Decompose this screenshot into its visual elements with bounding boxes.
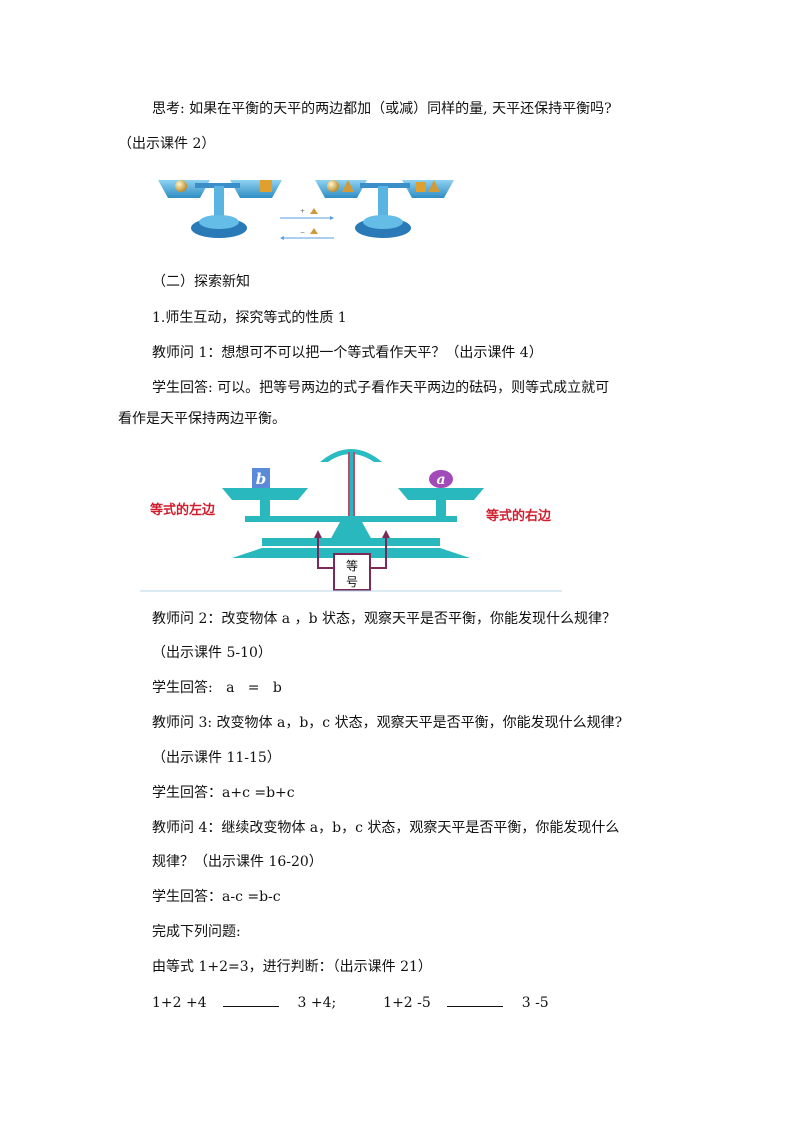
right-balance-scale [315,180,454,238]
think-question-line2: （出示课件 2） [118,136,216,152]
think-question-line1: 思考: 如果在平衡的天平的两边都加（或减）同样的量, 天平还保持平衡吗? [152,101,612,117]
teacher-question-3-line2: （出示课件 11-15） [152,750,281,766]
block-b [252,468,270,488]
teacher-question-2-line1: 教师问 2：改变物体 a ，b 状态，观察天平是否平衡，你能发现什么规律？ [152,611,617,627]
complete-instruction: 完成下列问题: [152,924,241,940]
teacher-question-2-line2: （出示课件 5-10） [152,645,272,661]
exercise-1-blank[interactable] [223,992,280,1007]
exercise-2-right: 3 -5 [521,995,549,1011]
exercise-1-right: 3 +4; [297,995,337,1011]
teacher-question-3-line1: 教师问 3: 改变物体 a，b，c 状态，观察天平是否平衡，你能发现什么规律? [152,715,623,731]
student-answer-3: 学生回答：a+c =b+c [152,785,295,801]
block-b-label: b [256,470,267,488]
item-1-heading: 1.师生互动，探究等式的性质 1 [152,310,347,326]
balance-scales-figure: + − [158,180,454,240]
plus-label: + [300,208,305,215]
left-pan [222,488,308,500]
minus-label: − [300,229,305,236]
student-answer-1-line1: 学生回答: 可以。把等号两边的式子看作天平两边的砝码，则等式成立就可 [152,380,610,396]
equal-label-2: 号 [346,575,358,589]
exercise-2-blank[interactable] [447,992,504,1007]
student-answer-2: 学生回答: a = b [152,680,282,696]
object-a-label: a [436,472,445,488]
student-answer-4: 学生回答：a-c =b-c [152,889,281,905]
teacher-question-1: 教师问 1：想想可不可以把一个等式看作天平？（出示课件 4） [152,345,543,361]
equal-label-1: 等 [346,559,358,573]
student-answer-1-line2: 看作是天平保持两边平衡。 [118,411,286,427]
exercise-line: 1+2 +4 3 +4; 1+2 -5 3 -5 [152,992,549,1013]
equation-balance-figure: b a 等式的左边 等式的右边 等 号 [140,449,562,592]
scale-handle [320,449,382,462]
exercise-2-left: 1+2 -5 [383,995,431,1011]
scale-base-top [262,538,440,546]
left-side-label: 等式的左边 [149,502,216,518]
right-side-label: 等式的右边 [485,508,552,524]
right-pan [398,488,484,500]
teacher-question-4-line1: 教师问 4：继续改变物体 a，b，c 状态，观察天平是否平衡，你能发现什么 [152,820,620,836]
plus-minus-arrows: + − [280,208,334,240]
exercise-1-left: 1+2 +4 [152,995,207,1011]
section-title: （二）探索新知 [152,274,250,290]
equal-sign-pointer: 等 号 [314,530,390,591]
judge-instruction: 由等式 1+2=3，进行判断：（出示课件 21） [152,959,432,975]
teacher-question-4-line2: 规律？（出示课件 16-20） [152,854,323,870]
left-balance-scale [158,180,282,238]
scale-beam [245,516,457,522]
object-a [429,470,453,488]
